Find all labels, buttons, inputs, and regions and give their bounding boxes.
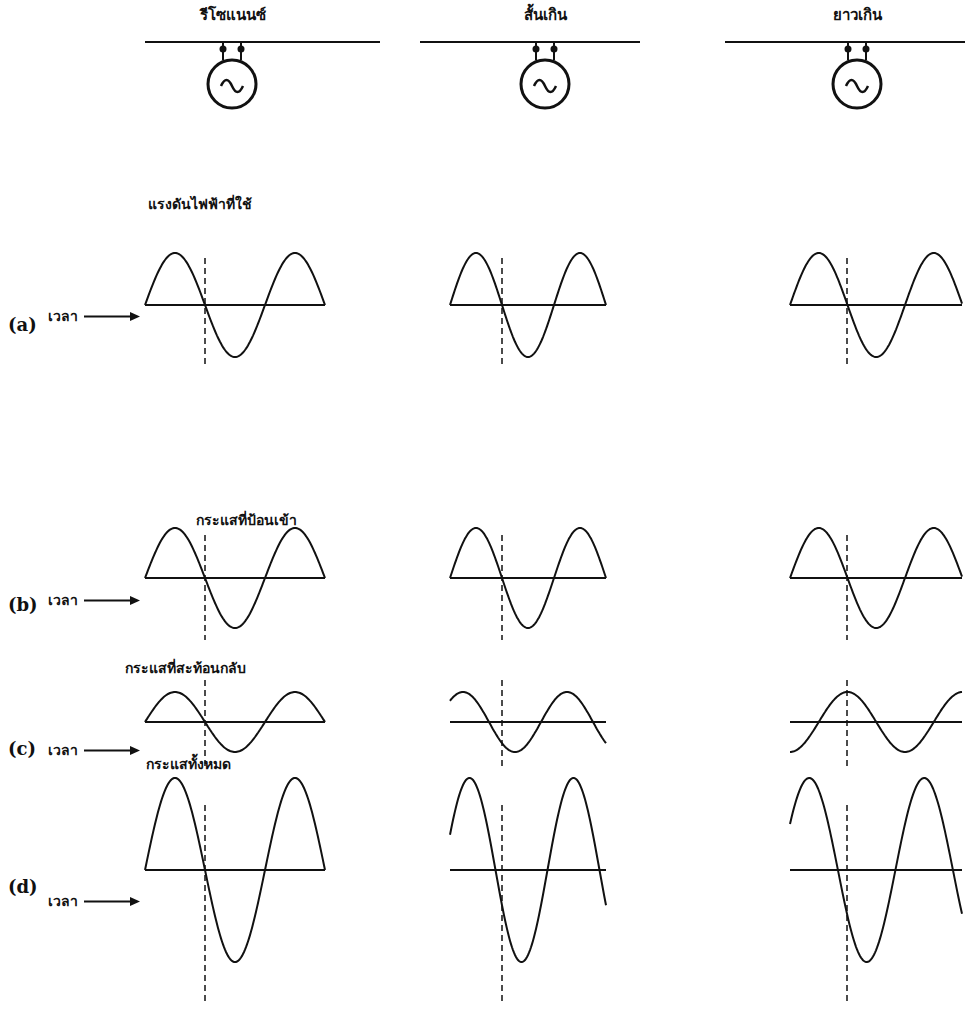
reference-dashed-line	[501, 535, 503, 640]
terminal-dot	[551, 46, 558, 53]
ac-tilde	[846, 80, 868, 92]
row-letter: (d)	[8, 876, 38, 898]
column-heading: สั้นเกิน	[524, 6, 567, 24]
sine-wave	[145, 528, 325, 628]
time-label: เวลา	[48, 592, 78, 609]
antenna-wire	[145, 41, 380, 43]
time-axis	[145, 721, 325, 723]
time-arrow-group	[84, 312, 140, 906]
wave-group	[145, 253, 962, 1005]
antenna-wire	[420, 41, 640, 43]
time-label: เวลา	[48, 742, 78, 759]
column-heading: รีโซแนนซ์	[200, 6, 266, 24]
arrow-head	[130, 596, 140, 605]
row-letter: (a)	[8, 314, 37, 336]
time-axis	[790, 577, 962, 579]
time-axis	[450, 304, 606, 306]
time-axis	[145, 869, 325, 871]
time-arrow	[84, 315, 132, 317]
antenna-group	[145, 42, 965, 108]
ac-tilde	[534, 80, 556, 92]
time-axis	[450, 869, 606, 871]
sine-wave	[145, 778, 325, 962]
time-label: เวลา	[48, 893, 78, 910]
sine-wave	[450, 528, 606, 628]
terminal-dot	[533, 46, 540, 53]
time-label: เวลา	[48, 308, 78, 325]
arrow-head	[130, 897, 140, 906]
time-axis	[145, 304, 325, 306]
reference-dashed-line	[846, 535, 848, 640]
ac-source-symbol	[521, 60, 569, 108]
terminal-dot	[238, 46, 245, 53]
reference-dashed-line	[204, 258, 206, 368]
arrow-head	[130, 746, 140, 755]
column-heading: ยาวเกิน	[833, 6, 882, 24]
antenna-wire	[725, 41, 965, 43]
row-title: กระแสทั้งหมด	[146, 756, 231, 773]
sine-wave	[145, 253, 325, 357]
row-title: กระแสที่สะท้อนกลับ	[125, 660, 246, 677]
reference-dashed-line	[501, 680, 503, 768]
row-letter: (b)	[8, 594, 38, 616]
sine-wave	[450, 253, 606, 357]
sine-wave	[790, 528, 962, 628]
sine-wave	[450, 778, 606, 962]
time-arrow	[84, 599, 132, 601]
terminal-dot	[220, 46, 227, 53]
time-axis	[450, 721, 606, 723]
sine-wave	[790, 778, 962, 962]
reference-dashed-line	[846, 680, 848, 768]
reference-dashed-line	[204, 805, 206, 1005]
reference-dashed-line	[846, 258, 848, 368]
row-letter: (c)	[8, 738, 36, 760]
reference-dashed-line	[501, 805, 503, 1005]
reference-dashed-line	[846, 805, 848, 1005]
arrow-head	[130, 312, 140, 321]
terminal-dot	[863, 46, 870, 53]
row-title: กระแสที่ป้อนเข้า	[196, 512, 297, 529]
time-axis	[145, 577, 325, 579]
sine-wave	[450, 692, 606, 752]
reference-dashed-line	[204, 535, 206, 640]
time-arrow	[84, 900, 132, 902]
reference-dashed-line	[204, 680, 206, 768]
time-axis	[790, 304, 962, 306]
sine-wave	[790, 253, 962, 357]
sine-wave	[790, 692, 962, 752]
row-title: แรงดันไฟฟ้าที่ใช้	[148, 196, 252, 213]
ac-source-symbol	[208, 60, 256, 108]
terminal-dot	[845, 46, 852, 53]
reference-dashed-line	[501, 258, 503, 368]
sine-wave	[145, 692, 325, 752]
ac-tilde	[221, 80, 243, 92]
time-arrow	[84, 749, 132, 751]
time-axis	[790, 869, 962, 871]
ac-source-symbol	[833, 60, 881, 108]
time-axis	[450, 577, 606, 579]
